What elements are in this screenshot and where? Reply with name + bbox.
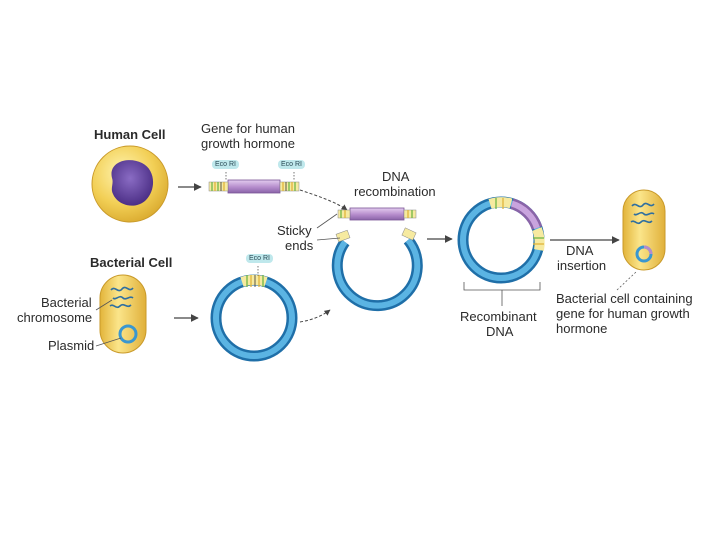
final-chromosome bbox=[630, 202, 655, 225]
human-cell-label: Human Cell bbox=[94, 127, 166, 142]
isolated-plasmid bbox=[210, 266, 298, 362]
final-cell-line2: gene for human growth bbox=[556, 306, 690, 321]
final-bacterial-cell bbox=[622, 189, 666, 271]
ecori-tag-gene-left: Eco RI bbox=[212, 160, 240, 169]
sticky-ends-line1: Sticky bbox=[277, 223, 312, 238]
final-cell-pointer bbox=[616, 271, 637, 291]
chromosome-pointer bbox=[95, 299, 113, 311]
gene-right-sticky-end bbox=[279, 181, 300, 192]
final-cell-line3: hormone bbox=[556, 321, 608, 336]
nucleus bbox=[111, 160, 154, 206]
bacterial-cell-label: Bacterial Cell bbox=[90, 255, 173, 270]
opened-plasmid bbox=[331, 227, 423, 312]
gene-left-sticky-end bbox=[208, 181, 229, 192]
bacterial-chromosome-line2: chromosome bbox=[17, 310, 93, 325]
dna-insertion-line1: DNA bbox=[566, 243, 594, 258]
dna-recombination-line2: recombination bbox=[354, 184, 436, 199]
bacterial-plasmid bbox=[118, 324, 138, 344]
recombinant-dna-plasmid bbox=[457, 196, 545, 284]
human-gene-fragment bbox=[208, 172, 300, 194]
recombinant-dna-line1: Recombinant bbox=[460, 309, 537, 324]
sticky-ends-pointer-1 bbox=[316, 213, 338, 229]
arrow-plasmid-to-opened bbox=[299, 309, 331, 323]
plasmid-pointer bbox=[95, 337, 122, 347]
sticky-ends-line2: ends bbox=[285, 238, 314, 253]
sticky-ends-pointer-2 bbox=[316, 237, 341, 241]
final-cell-line1: Bacterial cell containing bbox=[556, 291, 693, 306]
gene-label-line2: growth hormone bbox=[201, 136, 295, 151]
human-cell bbox=[91, 145, 169, 223]
bacterial-cell bbox=[99, 274, 147, 354]
gene-label-line1: Gene for human bbox=[201, 121, 295, 136]
ecori-tag-plasmid: Eco RI bbox=[246, 254, 274, 263]
ecori-tag-gene-right: Eco RI bbox=[278, 160, 306, 169]
dna-insertion-line2: insertion bbox=[557, 258, 607, 273]
recombinant-dna-line2: DNA bbox=[486, 324, 514, 339]
bacterial-chromosome-line1: Bacterial bbox=[41, 295, 92, 310]
bacterial-chromosome-strand bbox=[109, 286, 134, 309]
dna-recombination-line1: DNA bbox=[382, 169, 410, 184]
recombination-gene-fragment bbox=[337, 207, 417, 221]
arrow-gene-to-recombination bbox=[299, 189, 348, 211]
plasmid-label: Plasmid bbox=[48, 338, 95, 353]
